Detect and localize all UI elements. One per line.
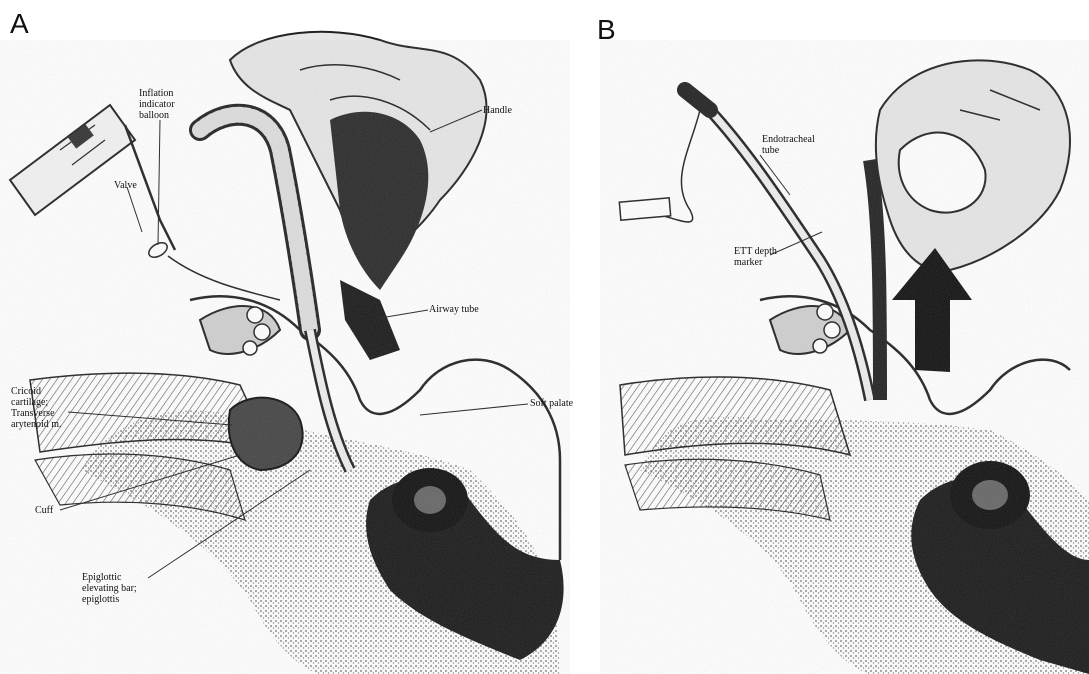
label-handle: Handle [483,105,512,116]
label-airway-tube: Airway tube [429,304,479,315]
label-inflation-indicator-balloon: Inflation indicator balloon [139,88,175,121]
label-cuff: Cuff [35,505,53,516]
label-cricoid-cartilage: Cricoid cartilage; Transverse arytenoid … [11,386,62,430]
label-soft-palate: Soft palate [530,398,573,409]
label-valve: Valve [114,180,137,191]
label-epiglottic-elevating-bar: Epiglottic elevating bar; epiglottis [82,572,137,605]
label-endotracheal-tube: Endotracheal tube [762,134,815,156]
label-ett-depth-marker: ETT depth marker [734,246,777,268]
panel-b-illustration [600,40,1089,674]
